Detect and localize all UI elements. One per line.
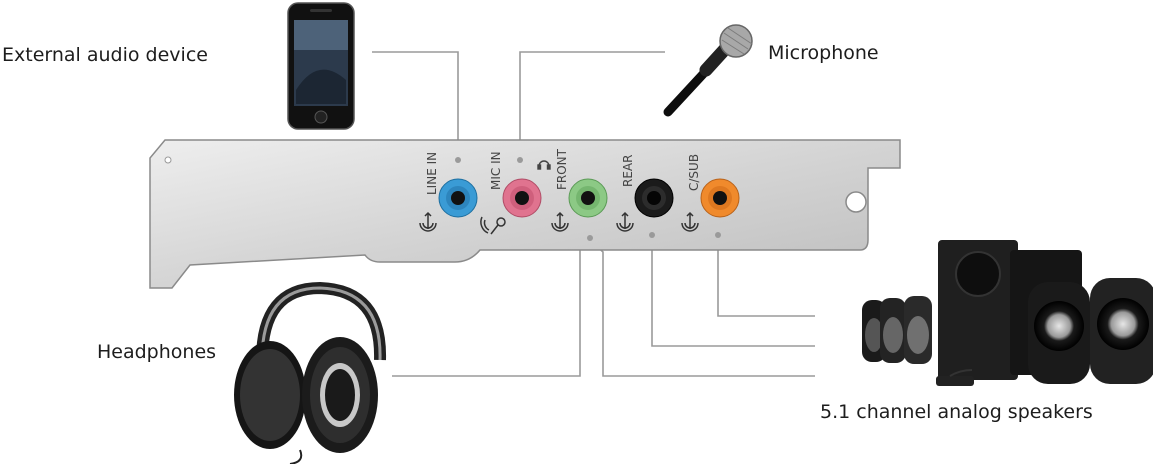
- jack-mic-in: [502, 178, 542, 218]
- line-csub: [717, 235, 815, 317]
- port-label-front: FRONT: [555, 148, 569, 190]
- jack-rear: [634, 178, 674, 218]
- line-microphone: [519, 51, 665, 160]
- port-labels: LINE IN MIC IN FRONT REAR C/SUB: [425, 148, 701, 195]
- line-headphones-a: [392, 240, 581, 377]
- line-external-device: [372, 51, 459, 160]
- microphone-label: Microphone: [768, 42, 879, 64]
- line-in-audio-icon: [419, 211, 437, 232]
- external-audio-device-label: External audio device: [2, 44, 208, 66]
- port-label-mic-in: MIC IN: [489, 151, 503, 190]
- headphone-glyph-icon: [537, 160, 551, 170]
- headphones-label: Headphones: [97, 341, 217, 363]
- audio-jacks: [438, 178, 740, 218]
- jack-front: [568, 178, 608, 218]
- microphone-icon: [663, 24, 753, 117]
- jack-symbol-icons: [419, 211, 699, 235]
- port-label-line-in: LINE IN: [425, 152, 439, 195]
- mic-in-icon: [480, 216, 506, 235]
- port-label-csub: C/SUB: [687, 154, 701, 191]
- connector-dots: [455, 157, 721, 241]
- port-label-rear: REAR: [621, 155, 635, 187]
- jack-csub: [700, 178, 740, 218]
- headphones-icon: [234, 281, 387, 464]
- speaker-system-icon: [862, 240, 1153, 386]
- speakers-label: 5.1 channel analog speakers: [820, 401, 1093, 423]
- csub-audio-icon: [681, 211, 699, 232]
- line-rear: [651, 235, 815, 347]
- front-audio-icon: [551, 211, 569, 232]
- smartphone-icon: [287, 2, 355, 130]
- jack-line-in: [438, 178, 478, 218]
- rear-audio-icon: [616, 211, 634, 232]
- line-headphones-b: [589, 239, 815, 377]
